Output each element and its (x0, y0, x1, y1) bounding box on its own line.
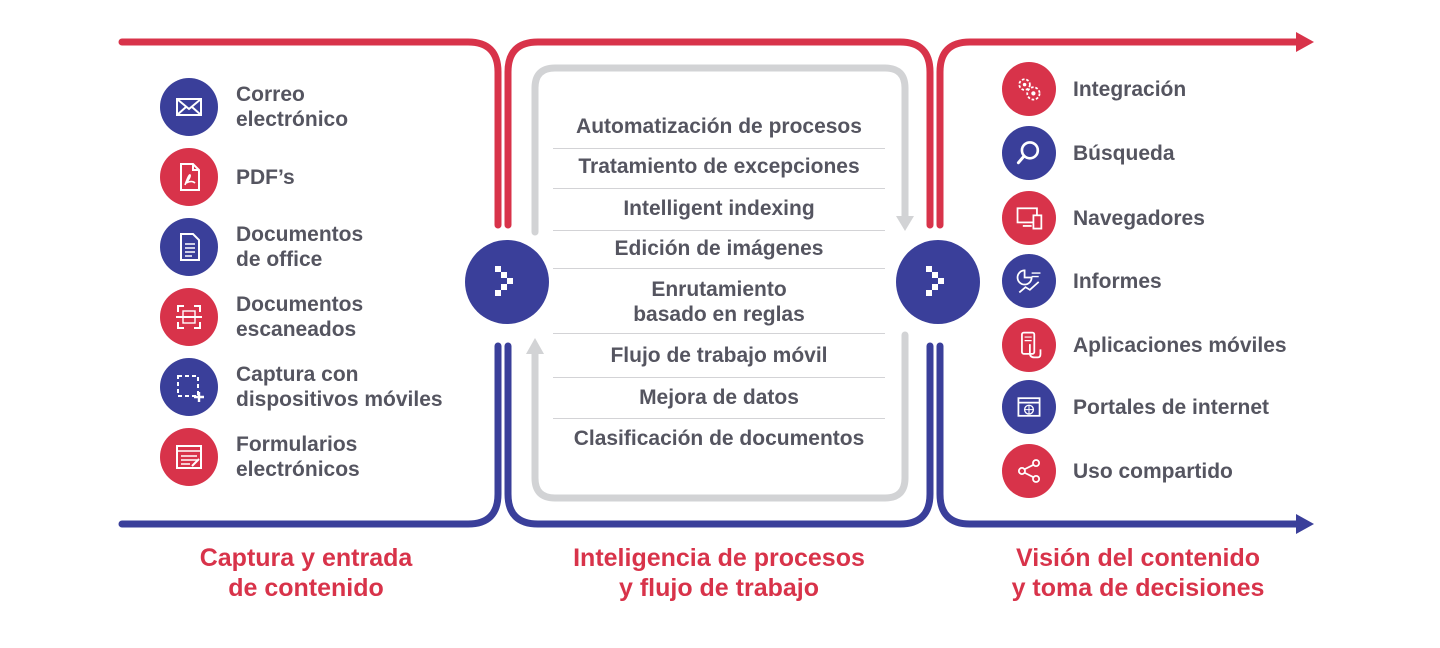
mobile-capture-icon (160, 358, 218, 416)
scan-icon (160, 288, 218, 346)
right-item-mobile-apps: Aplicaciones móviles (1002, 318, 1287, 372)
search-icon (1002, 126, 1056, 180)
step-divider (553, 230, 885, 231)
blue-arrowhead (1296, 514, 1314, 534)
step-divider (553, 268, 885, 269)
step-divider (553, 377, 885, 378)
item-label: Uso compartido (1073, 459, 1233, 483)
left-item-mobile-capture: Captura con dispositivos móviles (160, 358, 443, 416)
step-label: Flujo de trabajo móvil (610, 343, 828, 367)
step-label: Edición de imágenes (614, 236, 824, 260)
step-divider (553, 418, 885, 419)
left-item-e-forms: Formularios electrónicos (160, 428, 360, 486)
web-portal-icon (1002, 380, 1056, 434)
left-hub (465, 240, 549, 324)
loop-arrow-down (896, 216, 914, 231)
item-label: Informes (1073, 269, 1162, 293)
item-label: Aplicaciones móviles (1073, 333, 1287, 357)
step-label: Clasificación de documentos (573, 426, 865, 450)
step-label: Intelligent indexing (623, 196, 815, 220)
envelope-icon (160, 78, 218, 136)
item-label: Correo electrónico (236, 83, 349, 131)
form-icon (160, 428, 218, 486)
chevron-right-icon (926, 266, 944, 296)
left-item-pdf: PDF’s (160, 148, 295, 206)
loop-arrow-up (526, 338, 544, 354)
left-item-scanned-docs: Documentos escaneados (160, 288, 363, 346)
step-divider (553, 333, 885, 334)
right-item-search: Búsqueda (1002, 126, 1175, 180)
right-item-integration: Integración (1002, 62, 1186, 116)
report-icon (1002, 254, 1056, 308)
document-icon (160, 218, 218, 276)
caption-process-intelligence: Inteligencia de procesos y flujo de trab… (573, 544, 865, 602)
blue-flow-line (118, 342, 1304, 528)
step-label: Enrutamiento basado en reglas (633, 278, 805, 326)
chevron-right-icon (495, 266, 513, 296)
item-label: Documentos escaneados (236, 293, 364, 341)
item-label: Captura con dispositivos móviles (236, 363, 443, 411)
red-arrowhead (1296, 32, 1314, 52)
mobile-app-icon (1002, 318, 1056, 372)
left-item-office-docs: Documentos de office (160, 218, 363, 276)
gears-icon (1002, 62, 1056, 116)
item-label: Portales de internet (1073, 395, 1270, 419)
step-divider (553, 188, 885, 189)
step-divider (553, 148, 885, 149)
item-label: Búsqueda (1073, 141, 1175, 165)
right-item-browsers: Navegadores (1002, 191, 1205, 245)
item-label: Navegadores (1073, 206, 1205, 230)
pdf-file-icon (160, 148, 218, 206)
caption-capture: Captura y entrada de contenido (199, 544, 413, 602)
right-item-reports: Informes (1002, 254, 1162, 308)
step-label: Automatización de procesos (576, 114, 862, 138)
right-hub (896, 240, 980, 324)
share-icon (1002, 444, 1056, 498)
right-item-web-portals: Portales de internet (1002, 380, 1269, 434)
browser-devices-icon (1002, 191, 1056, 245)
red-flow-line (118, 38, 1304, 229)
left-item-email: Correo electrónico (160, 78, 348, 136)
caption-content-insight: Visión del contenido y toma de decisione… (1011, 544, 1265, 602)
item-label: Documentos de office (236, 223, 364, 271)
item-label: Formularios electrónicos (236, 433, 360, 481)
process-loop-line (531, 64, 909, 236)
process-loop-line-bottom (531, 331, 909, 502)
right-item-sharing: Uso compartido (1002, 444, 1233, 498)
step-label: Mejora de datos (639, 385, 799, 409)
step-label: Tratamiento de excepciones (578, 154, 860, 178)
item-label: PDF’s (236, 165, 295, 189)
item-label: Integración (1073, 77, 1187, 101)
